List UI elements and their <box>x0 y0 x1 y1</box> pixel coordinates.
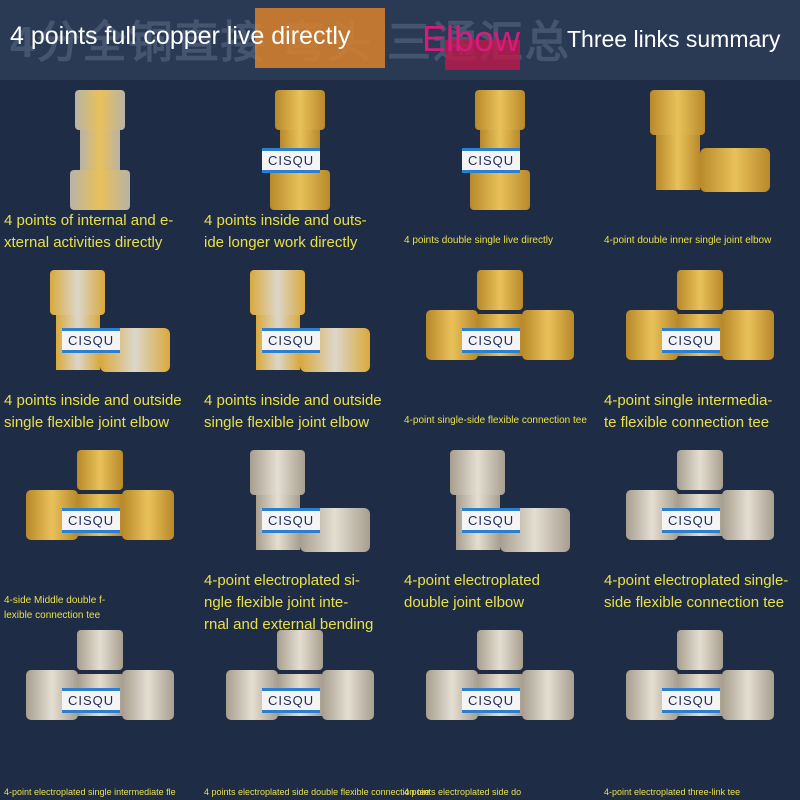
brand-label: CISQU <box>62 688 121 713</box>
product-caption: 4 points of internal and e- xternal acti… <box>4 212 174 251</box>
brand-label: CISQU <box>462 688 521 713</box>
pipe-fitting-image: CISQU <box>620 446 780 574</box>
product-tile: CISQU 4-point single intermedia- te flexi… <box>600 260 800 440</box>
product-tile: 4 points of internal and e- xternal acti… <box>0 80 200 260</box>
brand-label: CISQU <box>662 508 721 533</box>
pipe-fitting-image: CISQU <box>20 266 180 394</box>
pipe-fitting-image <box>20 86 180 214</box>
brand-label: CISQU <box>62 328 121 353</box>
product-caption: 4-point electroplated three-link tee <box>604 787 741 797</box>
brand-label: CISQU <box>262 148 321 173</box>
pipe-fitting-image: CISQU <box>620 626 780 754</box>
header-banner: 4分全铜直接 弯头 三通汇总 4 points full copper live… <box>0 0 800 80</box>
pipe-fitting-image: CISQU <box>20 446 180 574</box>
pipe-fitting-image <box>620 86 780 214</box>
brand-label: CISQU <box>262 688 321 713</box>
accent-bar-red <box>445 40 520 70</box>
product-caption: 4 points double single live directly <box>404 235 553 246</box>
brand-label: CISQU <box>662 688 721 713</box>
product-tile: CISQU 4 points inside and outs- ide longe… <box>200 80 400 260</box>
product-caption: 4 points inside and outs- ide longer wor… <box>204 212 367 251</box>
product-caption: 4-point electroplated single- side flexi… <box>604 572 789 611</box>
product-caption: 4 points electroplated side double flexi… <box>204 787 430 797</box>
product-tile: CISQU 4-point electroplated single- side … <box>600 440 800 620</box>
product-tile: CISQU 4 points inside and outside single … <box>0 260 200 440</box>
product-tile: CISQU 4 points double single live directl… <box>400 80 600 260</box>
brand-label: CISQU <box>662 328 721 353</box>
product-caption: 4-point single intermedia- te flexible c… <box>604 392 773 431</box>
product-grid: 4 points of internal and e- xternal acti… <box>0 80 800 800</box>
accent-bar-orange <box>255 8 385 68</box>
product-tile: CISQU 4 points electroplated side double … <box>200 620 430 800</box>
brand-label: CISQU <box>262 508 321 533</box>
product-tile: 4-point double inner single joint elbow <box>600 80 800 260</box>
title-full-copper: 4 points full copper live directly <box>10 22 351 50</box>
product-caption: 4-point double inner single joint elbow <box>604 235 772 246</box>
pipe-fitting-image: CISQU <box>220 266 380 394</box>
product-tile: CISQU 4 points electroplated side do <box>400 620 600 800</box>
pipe-fitting-image: CISQU <box>420 446 580 574</box>
product-caption: 4-point electroplated single intermediat… <box>4 787 176 797</box>
pipe-fitting-image: CISQU <box>220 626 380 754</box>
pipe-fitting-image: CISQU <box>220 86 380 214</box>
pipe-fitting-image: CISQU <box>220 446 380 574</box>
pipe-fitting-image: CISQU <box>20 626 180 754</box>
product-caption: 4-point electroplated double joint elbow <box>404 572 540 611</box>
title-elbow: Elbow <box>422 18 521 59</box>
brand-label: CISQU <box>462 508 521 533</box>
product-caption: 4-point electroplated si- ngle flexible … <box>204 572 374 633</box>
brand-label: CISQU <box>462 328 521 353</box>
pipe-fitting-image: CISQU <box>420 266 580 394</box>
product-tile: CISQU 4-point electroplated double joint … <box>400 440 600 620</box>
product-caption: 4-side Middle double f- lexible connecti… <box>4 595 106 621</box>
pipe-fitting-image: CISQU <box>620 266 780 394</box>
product-caption: 4 points inside and outside single flexi… <box>4 392 182 431</box>
product-caption: 4-point single-side flexible connection … <box>404 415 587 426</box>
product-tile: CISQU 4-point electroplated si- ngle flex… <box>200 440 400 633</box>
product-tile: CISQU 4 points inside and outside single … <box>200 260 400 440</box>
product-tile: CISQU 4-point electroplated single interm… <box>0 620 200 800</box>
brand-label: CISQU <box>262 328 321 353</box>
pipe-fitting-image: CISQU <box>420 626 580 754</box>
brand-label: CISQU <box>462 148 521 173</box>
product-tile: CISQU 4-side Middle double f- lexible con… <box>0 440 200 621</box>
product-tile: CISQU 4-point single-side flexible connec… <box>400 260 600 440</box>
product-caption: 4 points electroplated side do <box>404 787 522 797</box>
pipe-fitting-image: CISQU <box>420 86 580 214</box>
product-caption: 4 points inside and outside single flexi… <box>204 392 382 431</box>
brand-label: CISQU <box>62 508 121 533</box>
product-tile: CISQU 4-point electroplated three-link te… <box>600 620 800 800</box>
title-three-links: Three links summary <box>567 26 781 52</box>
